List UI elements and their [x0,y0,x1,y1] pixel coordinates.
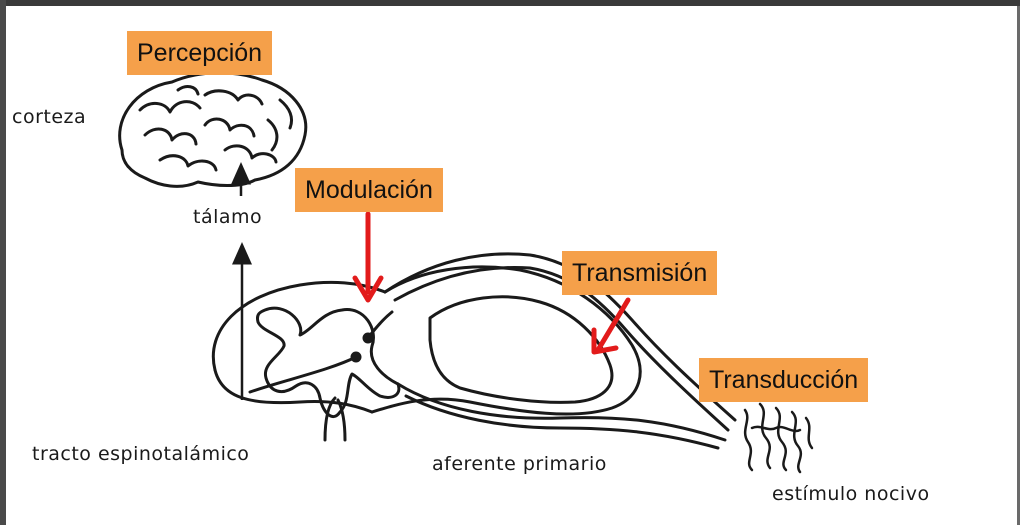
modulation-arrow [355,214,381,300]
brain-icon [120,73,306,187]
perception-tag: Percepción [127,31,272,75]
stimulus-icon [745,404,812,472]
noxious-stimulus-label: estímulo nocivo [772,483,930,505]
cortex-label: corteza [12,106,86,128]
spinothalamic-tract-label: tracto espinotalámico [32,443,249,465]
primary-afferent-label: aferente primario [432,453,607,475]
transduction-tag: Transducción [699,358,868,402]
modulation-tag: Modulación [295,168,443,212]
transmission-tag: Transmisión [562,251,717,295]
thalamus-label: tálamo [193,206,262,228]
